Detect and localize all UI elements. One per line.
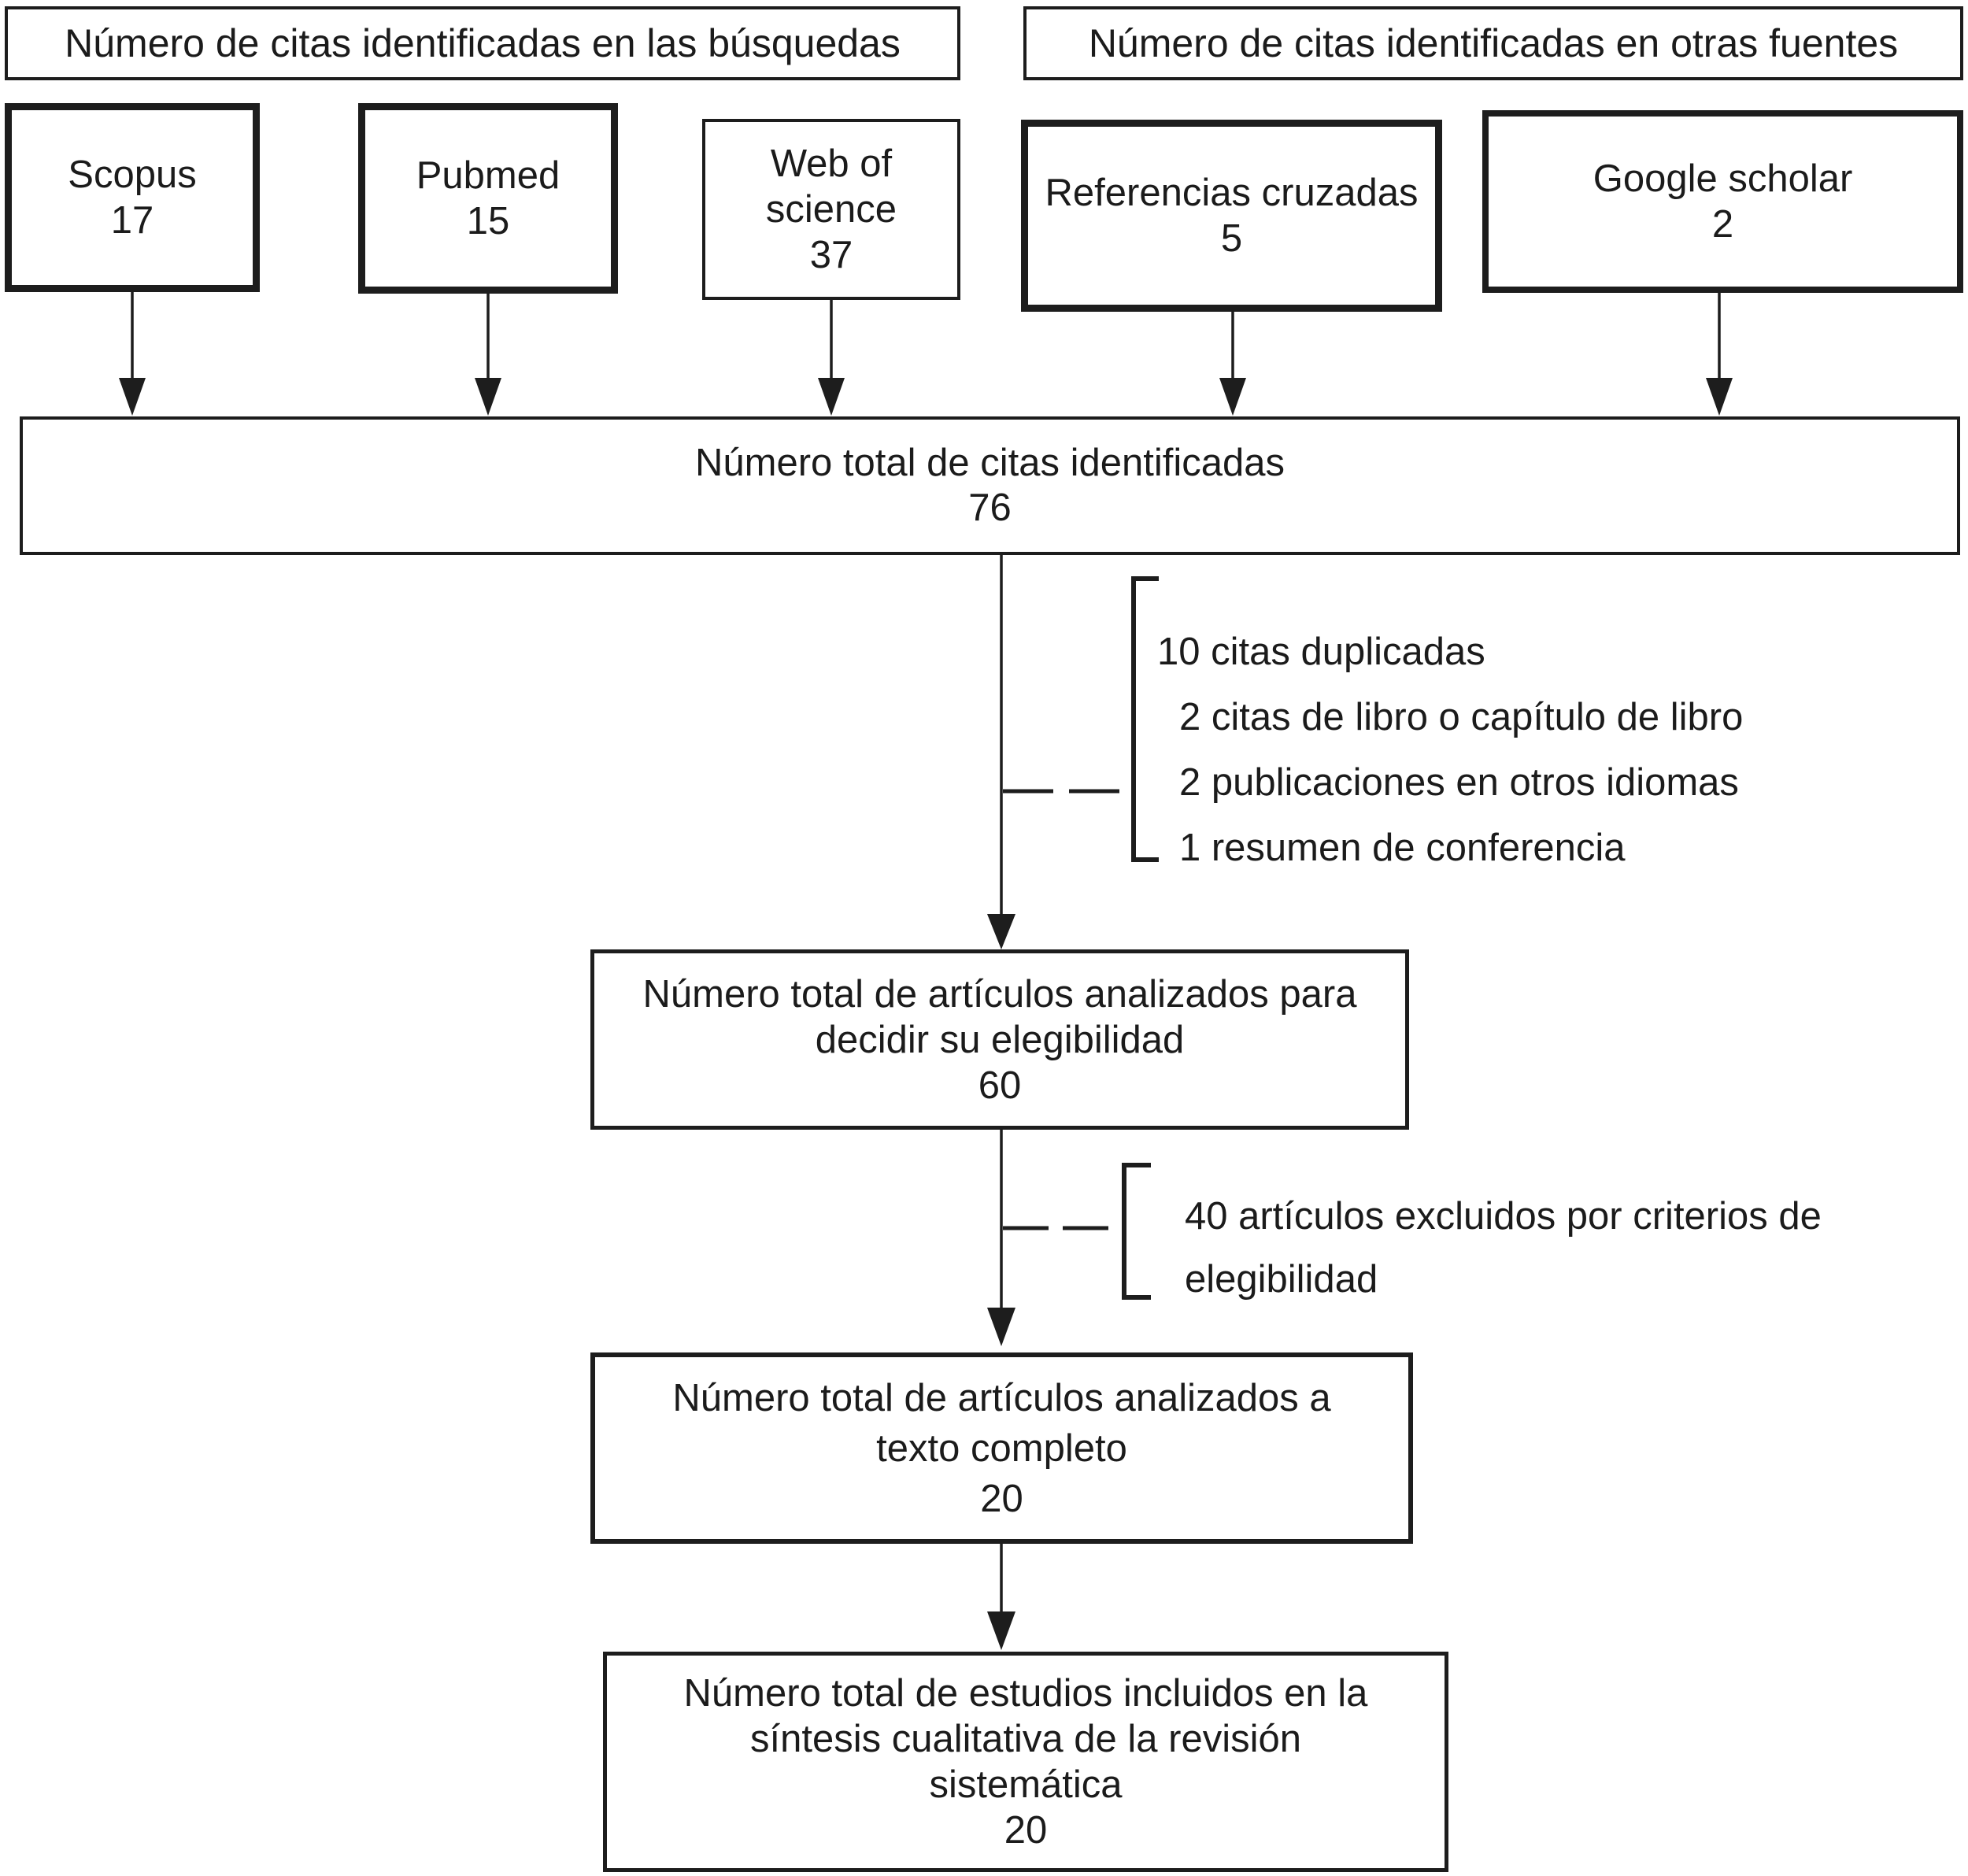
- source-referencias-count: 5: [1220, 217, 1243, 260]
- exclusion-item-duplicates: 10 citas duplicadas: [1157, 631, 1485, 673]
- header-searches-box: Número de citas identificadas en las bús…: [5, 6, 960, 80]
- source-google-scholar-label: Google scholar: [1593, 157, 1853, 200]
- total-citations-label: Número total de citas identificadas: [695, 442, 1285, 484]
- fulltext-label-line2: texto completo: [876, 1426, 1127, 1470]
- arrow-web-of-science-to-total-icon: [818, 300, 845, 416]
- eligibility-count: 60: [978, 1064, 1022, 1107]
- header-other-sources-label: Número de citas identificadas en otras f…: [1088, 21, 1899, 65]
- included-studies-box: Número total de estudios incluidos en la…: [603, 1652, 1448, 1872]
- arrow-fulltext-to-included-icon: [987, 1544, 1015, 1650]
- included-count: 20: [1004, 1809, 1048, 1852]
- source-scopus-label: Scopus: [68, 154, 197, 196]
- source-web-of-science-count: 37: [809, 234, 853, 276]
- arrow-referencias-to-total-icon: [1219, 312, 1246, 416]
- included-label-line3: sistemática: [929, 1763, 1123, 1806]
- source-box-referencias-cruzadas: Referencias cruzadas 5: [1021, 120, 1442, 312]
- exclusion-item-conference-abstract: 1 resumen de conferencia: [1179, 827, 1626, 869]
- header-searches-label: Número de citas identificadas en las bús…: [65, 21, 901, 65]
- included-label-line2: síntesis cualitativa de la revisión: [750, 1718, 1301, 1760]
- arrow-total-to-eligibility-icon: [987, 555, 1015, 949]
- total-citations-box: Número total de citas identificadas 76: [20, 416, 1960, 555]
- fulltext-review-box: Número total de artículos analizados a t…: [590, 1352, 1413, 1544]
- source-pubmed-count: 15: [466, 200, 510, 242]
- bracket-exclusions-stage2-icon: [1122, 1163, 1151, 1300]
- header-other-sources-box: Número de citas identificadas en otras f…: [1023, 6, 1963, 80]
- arrow-pubmed-to-total-icon: [475, 294, 501, 416]
- source-referencias-label: Referencias cruzadas: [1045, 172, 1419, 214]
- total-citations-count: 76: [968, 487, 1012, 529]
- arrow-scopus-to-total-icon: [119, 292, 146, 416]
- source-pubmed-label: Pubmed: [416, 154, 560, 197]
- arrow-google-scholar-to-total-icon: [1706, 293, 1733, 416]
- exclusion-item-other-languages: 2 publicaciones en otros idiomas: [1179, 761, 1739, 804]
- fulltext-count: 20: [980, 1477, 1023, 1520]
- exclusion-criteria-line2: elegibilidad: [1185, 1258, 1378, 1301]
- eligibility-label-line1: Número total de artículos analizados par…: [642, 972, 1357, 1016]
- exclusions-stage2-list: 40 artículos excluidos por criterios de …: [1185, 1185, 1822, 1311]
- exclusions-stage1-list: 10 citas duplicadas 2 citas de libro o c…: [1157, 620, 1743, 881]
- fulltext-label-line1: Número total de artículos analizados a: [672, 1376, 1331, 1419]
- source-box-scopus: Scopus 17: [5, 103, 260, 292]
- bracket-exclusions-stage1-icon: [1131, 576, 1159, 862]
- source-box-google-scholar: Google scholar 2: [1482, 110, 1963, 293]
- source-box-web-of-science: Web of science 37: [702, 119, 960, 300]
- exclusion-criteria-line1: 40 artículos excluidos por criterios de: [1185, 1195, 1822, 1238]
- eligibility-label-line2: decidir su elegibilidad: [815, 1018, 1185, 1061]
- eligibility-screening-box: Número total de artículos analizados par…: [590, 949, 1409, 1130]
- exclusion-item-book-citations: 2 citas de libro o capítulo de libro: [1179, 696, 1744, 738]
- source-box-pubmed: Pubmed 15: [358, 103, 618, 294]
- included-label-line1: Número total de estudios incluidos en la: [683, 1672, 1368, 1715]
- source-scopus-count: 17: [110, 199, 154, 242]
- source-web-of-science-label: Web of science: [765, 142, 897, 231]
- arrow-eligibility-to-fulltext-icon: [987, 1130, 1015, 1346]
- source-google-scholar-count: 2: [1711, 203, 1734, 246]
